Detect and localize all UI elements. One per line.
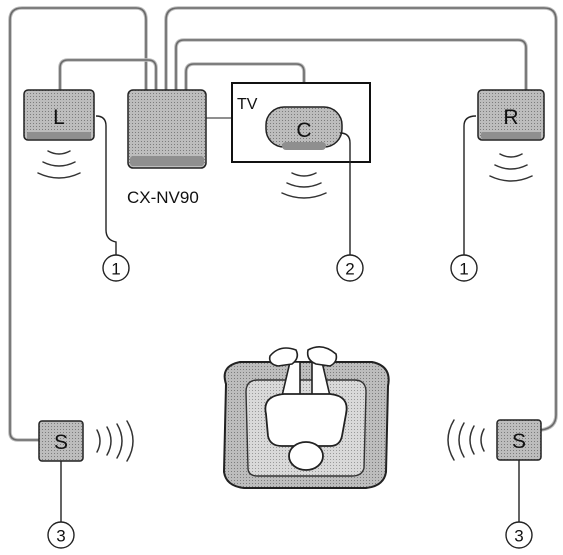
speaker-front-right-base bbox=[481, 132, 541, 139]
listener-right-foot bbox=[306, 346, 338, 367]
callout-group: 1 2 1 3 3 bbox=[47, 115, 533, 549]
cable-front-left bbox=[58, 58, 158, 92]
receiver-label: CX-NV90 bbox=[127, 188, 199, 207]
callout-leader-center bbox=[339, 132, 351, 255]
cable-center bbox=[184, 62, 306, 92]
callout-marker-surround-left bbox=[47, 521, 75, 549]
speaker-cables bbox=[8, 6, 558, 442]
callout-label-surround-right: 3 bbox=[514, 527, 523, 546]
receiver-body bbox=[127, 89, 207, 169]
callout-leader-front-right bbox=[463, 115, 477, 255]
speaker-front-left-label: L bbox=[53, 106, 65, 129]
cable-surround-right bbox=[164, 6, 558, 432]
callout-marker-front-right bbox=[450, 254, 478, 282]
listener-torso bbox=[264, 393, 348, 447]
speaker-surround-right-label: S bbox=[512, 430, 526, 453]
callout-marker-center bbox=[336, 254, 364, 282]
speaker-surround-left-label: S bbox=[54, 431, 68, 454]
listener-head bbox=[288, 441, 324, 471]
callout-label-front-right: 1 bbox=[459, 260, 468, 279]
listener-left-foot bbox=[268, 347, 299, 367]
callout-label-center: 2 bbox=[345, 260, 354, 279]
speaker-center-label: C bbox=[296, 119, 311, 142]
listener-armchair bbox=[222, 346, 390, 489]
sound-waves-front-left bbox=[37, 150, 81, 179]
cable-surround-left bbox=[8, 6, 148, 442]
speaker-front-right-label: R bbox=[503, 106, 518, 129]
speaker-center-base bbox=[282, 142, 326, 150]
tv-label: TV bbox=[237, 96, 258, 113]
receiver-unit: CX-NV90 bbox=[127, 89, 207, 207]
sound-waves-surround-right bbox=[447, 419, 485, 461]
callout-leader-front-left bbox=[95, 115, 117, 255]
callout-marker-front-left bbox=[102, 254, 130, 282]
sound-waves-center bbox=[281, 172, 327, 199]
sound-waves-surround-left bbox=[96, 420, 134, 462]
sound-waves-front-right bbox=[489, 153, 533, 182]
speaker-center: C bbox=[265, 106, 343, 199]
callout-label-surround-left: 3 bbox=[56, 527, 65, 546]
callout-marker-surround-right bbox=[505, 521, 533, 549]
speaker-front-left-body bbox=[23, 89, 95, 141]
speaker-surround-right: S bbox=[447, 419, 542, 461]
speaker-surround-left: S bbox=[38, 420, 134, 462]
receiver-base bbox=[130, 156, 204, 166]
callout-label-front-left: 1 bbox=[111, 260, 120, 279]
speaker-front-right: R bbox=[477, 89, 545, 182]
speaker-front-left-base bbox=[27, 132, 91, 139]
cable-front-right bbox=[174, 38, 528, 92]
speaker-front-right-body bbox=[477, 89, 545, 141]
speaker-front-left: L bbox=[23, 89, 95, 179]
